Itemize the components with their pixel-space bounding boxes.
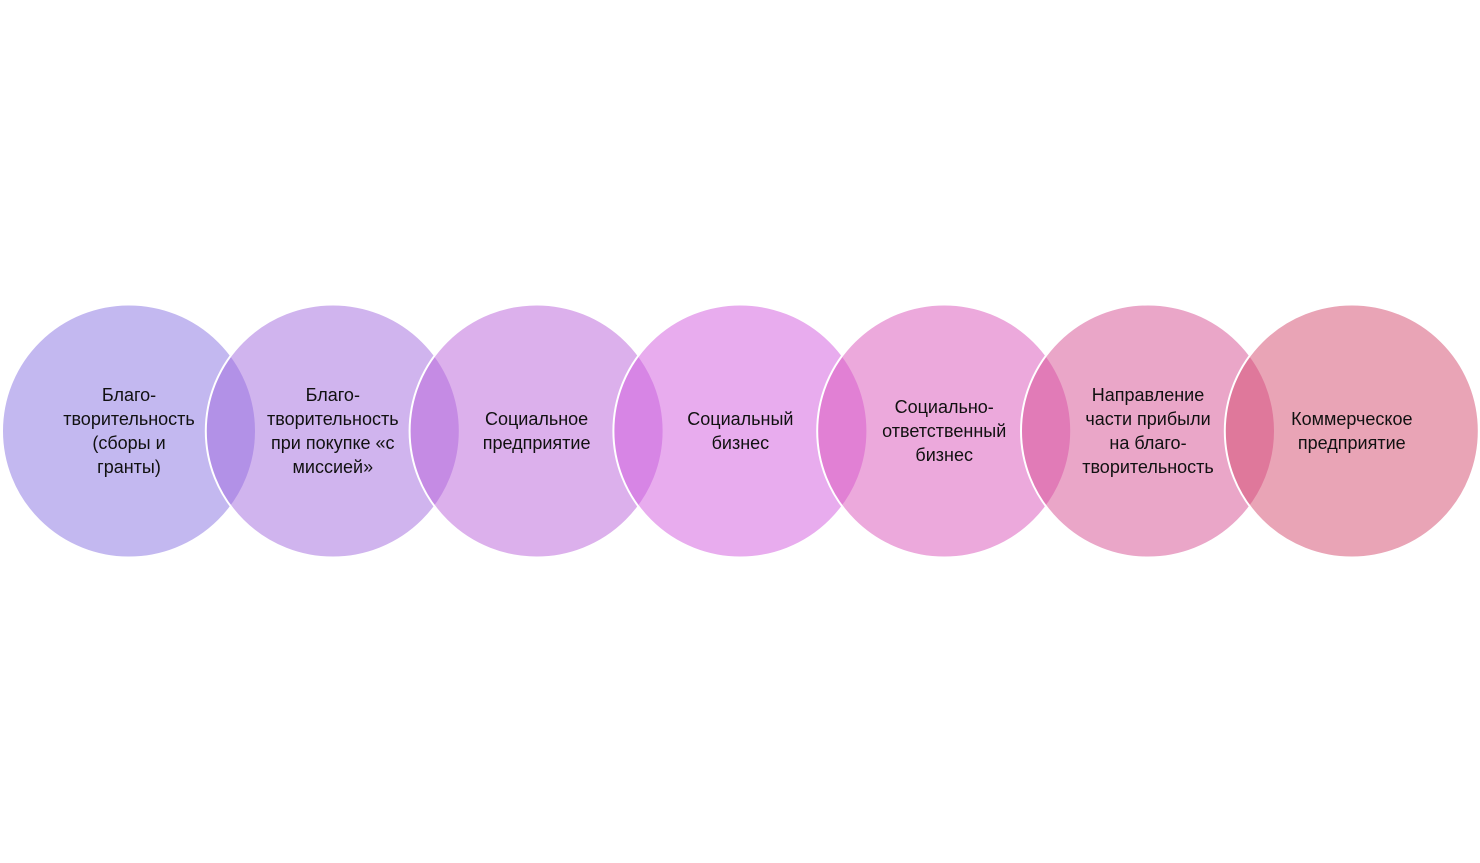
- circle-label-social-enterprise: Социальное предприятие: [482, 409, 591, 453]
- circle-7: [1223, 303, 1480, 559]
- circle-label-csr-business: Социально- ответственный бизнес: [882, 397, 1007, 465]
- circle-label-mission-purchase: Благо- творительность при покупке «с мис…: [267, 385, 399, 477]
- circle-label-profit-to-charity: Направление части прибыли на благо- твор…: [1082, 385, 1214, 477]
- circle-label-commercial-enterprise: Коммерческое предприятие: [1291, 409, 1413, 453]
- circle-label-social-business: Социальный бизнес: [687, 409, 794, 453]
- circle-label-charity: Благо- творительность (сборы и гранты): [63, 385, 195, 477]
